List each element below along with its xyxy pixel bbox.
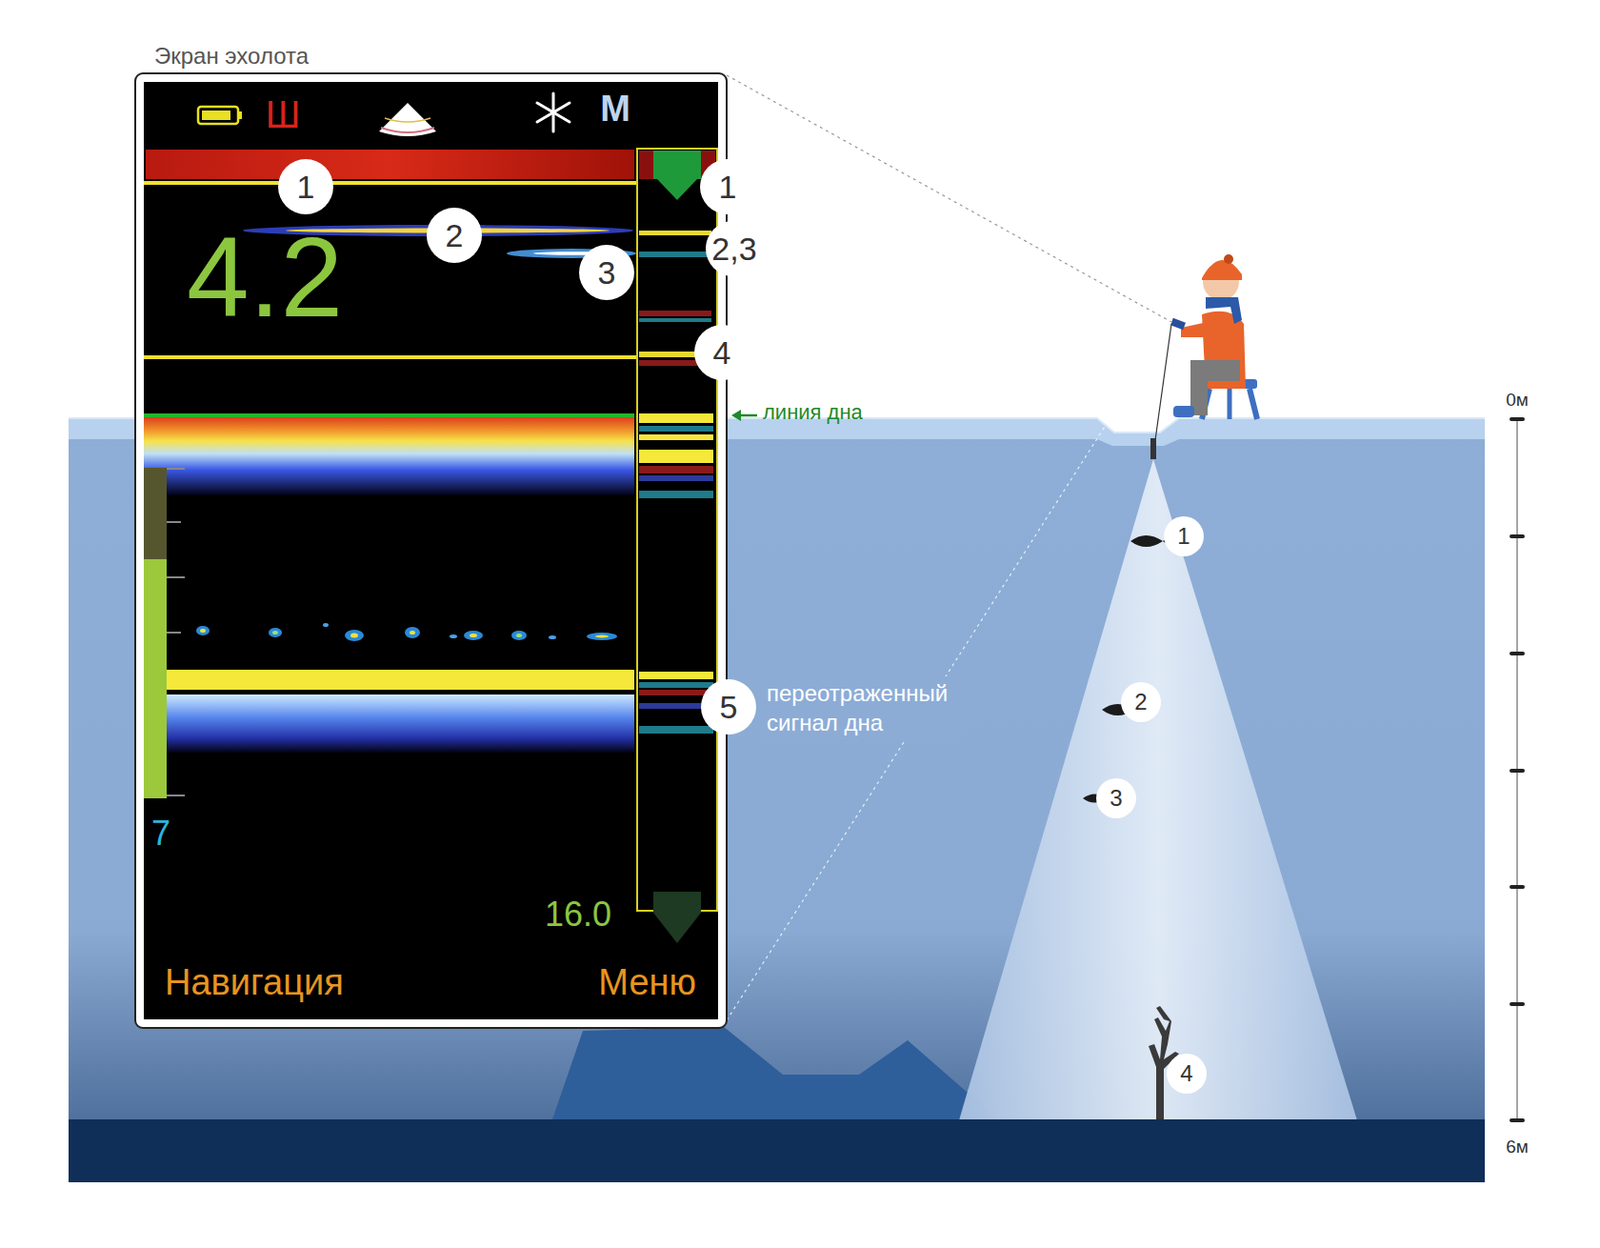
callout-circle: 3: [579, 244, 635, 300]
callout-circle: 4: [694, 324, 750, 380]
callout-circle: 2: [1120, 681, 1161, 722]
callout-number: 3: [1109, 786, 1122, 810]
callout-number: 1: [297, 170, 316, 203]
callout-number: 4: [1180, 1061, 1193, 1085]
callout-circle: 2,3: [705, 220, 763, 277]
callout-number: 2: [1134, 690, 1147, 714]
depth-readout: 4.2: [186, 216, 343, 340]
softkey-label: Навигация: [164, 962, 344, 1003]
callout-circle: 2: [426, 207, 482, 263]
range-value: 16.0: [544, 895, 612, 934]
depth-mark: 6м: [1505, 1137, 1529, 1158]
callout-number: 5: [720, 690, 739, 723]
scale-value: 7: [151, 814, 171, 853]
callout-number: 2: [445, 219, 464, 252]
callout-circle: 5: [700, 679, 757, 735]
callout-number: 2,3: [711, 232, 757, 265]
mode-letter: М: [600, 89, 631, 130]
echo-label: переотраженный сигнал дна: [762, 676, 961, 740]
callout-number: 3: [598, 256, 617, 289]
callout-circle: 1: [278, 159, 334, 215]
depth-mark: 0м: [1505, 390, 1529, 411]
callout-circle: 1: [1163, 516, 1204, 557]
callout-circle: 3: [1096, 778, 1137, 819]
bottom-line-label: линия дна: [762, 400, 863, 424]
softkey-label: Меню: [598, 962, 697, 1003]
callout-number: 1: [719, 170, 738, 203]
callout-circle: 1: [700, 159, 756, 215]
mode-letter: Ш: [265, 93, 301, 136]
panel-heading: Экран эхолота: [154, 42, 309, 70]
callout-number: 1: [1177, 524, 1190, 548]
callout-number: 4: [713, 336, 732, 369]
callout-circle: 4: [1166, 1053, 1207, 1094]
